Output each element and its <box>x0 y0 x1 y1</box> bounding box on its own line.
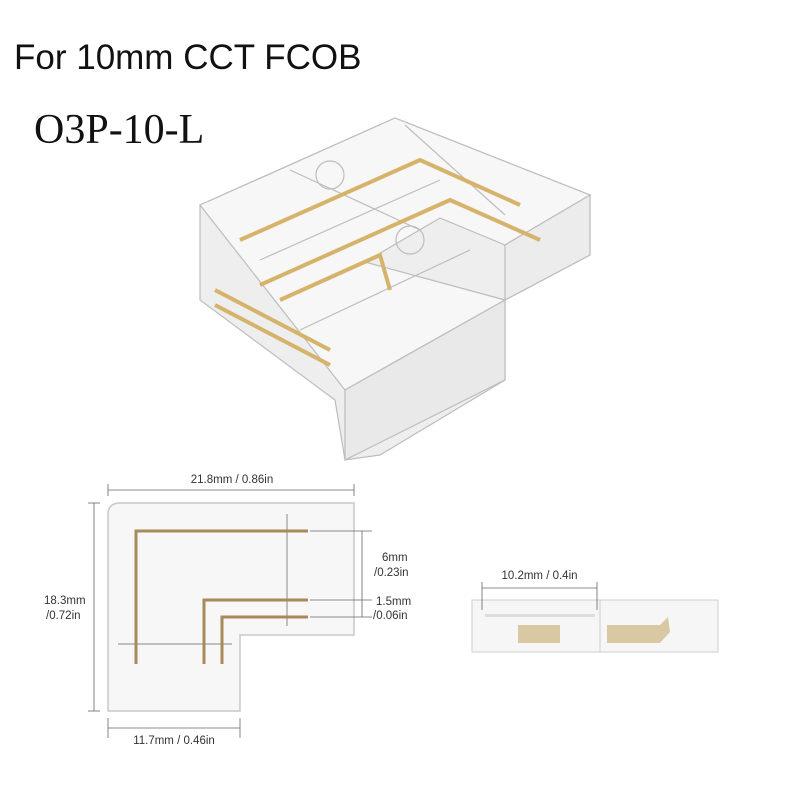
product-title: For 10mm CCT FCOB <box>14 38 362 77</box>
model-number: O3P-10-L <box>34 107 205 153</box>
arm-width-dimension-label: 11.7mm / 0.46in <box>133 735 215 747</box>
gold-contacts <box>214 157 541 367</box>
connector-outline <box>107 502 355 712</box>
pin-gap-in: /0.06in <box>373 610 408 622</box>
contact-blade <box>607 617 670 643</box>
pin-span-mm: 6mm <box>382 552 408 564</box>
pin-gap-mm: 1.5mm <box>376 596 412 608</box>
contact-pad <box>518 625 560 643</box>
height-dimension-mm: 18.3mm <box>44 595 86 607</box>
pin-span-in: /0.23in <box>374 567 409 579</box>
side-outline <box>471 599 719 653</box>
connector-3d-image <box>199 117 592 461</box>
dimension-lines <box>88 484 372 738</box>
width-dimension-label: 21.8mm / 0.86in <box>190 474 274 486</box>
top-view-diagram <box>88 484 372 738</box>
pin-traces <box>134 529 308 664</box>
side-view-diagram <box>471 582 719 653</box>
height-dimension-in: /0.72in <box>46 610 81 622</box>
side-length-label: 10.2mm / 0.4in <box>501 570 578 582</box>
